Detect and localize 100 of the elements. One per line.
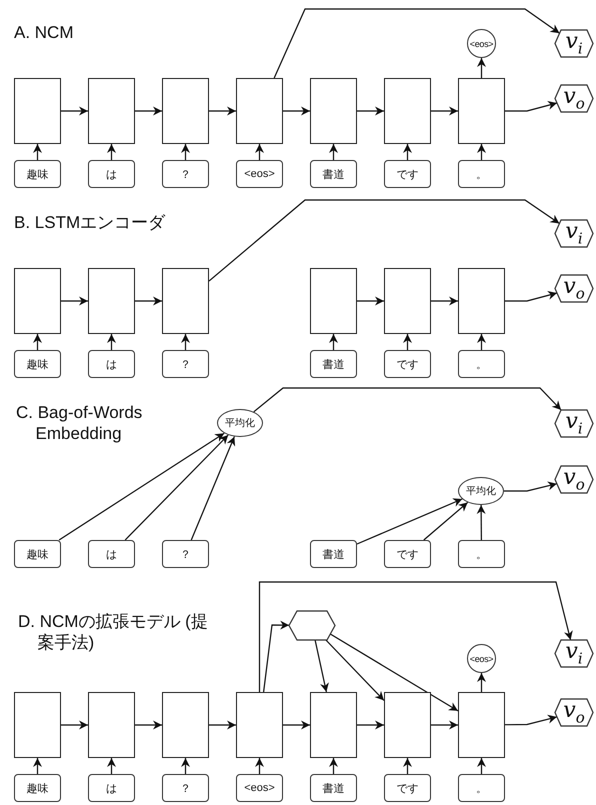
arrow	[61, 296, 88, 306]
arrow	[357, 720, 384, 730]
arrow	[329, 144, 338, 160]
arrow	[477, 334, 486, 350]
token-box: ？	[162, 160, 209, 188]
token-box: は	[88, 160, 135, 188]
token-box: 趣味	[14, 540, 61, 568]
arrow	[135, 296, 162, 306]
token-box: ？	[162, 350, 209, 378]
arrow	[274, 8, 560, 78]
cell-box	[162, 268, 209, 334]
vector-hexagon: v$_{i}$	[555, 640, 593, 667]
cell-box	[458, 78, 505, 144]
arrow	[33, 758, 42, 774]
token-box: 書道	[310, 540, 357, 568]
token-box: は	[88, 774, 135, 802]
token-box: 。	[458, 774, 505, 802]
arrow	[329, 334, 338, 350]
cell-box	[310, 268, 357, 334]
average-ellipse: 平均化	[217, 409, 263, 437]
arrow	[325, 640, 384, 701]
cell-box	[384, 692, 431, 758]
cell-box	[310, 692, 357, 758]
arrow	[209, 720, 236, 730]
arrow	[431, 106, 458, 116]
arrow	[61, 106, 88, 116]
cell-box	[384, 78, 431, 144]
arrow	[255, 144, 264, 160]
arrow	[505, 100, 558, 112]
cell-box	[310, 78, 357, 144]
token-box: <eos>	[236, 160, 283, 188]
arrow	[283, 720, 310, 730]
arrow	[33, 144, 42, 160]
vector-hexagon: v$_{i}$	[555, 410, 593, 437]
arrow	[107, 758, 116, 774]
arrow	[505, 290, 558, 302]
section-title: B. LSTMエンコーダ	[14, 212, 166, 233]
section-title: D. NCMの拡張モデル (提案手法)	[18, 611, 209, 653]
arrow	[357, 296, 384, 306]
arrow	[431, 720, 458, 730]
arrow	[135, 106, 162, 116]
cell-box	[162, 78, 209, 144]
token-box: 。	[458, 540, 505, 568]
arrow	[423, 502, 468, 540]
arrow	[476, 505, 486, 540]
arrow	[107, 144, 116, 160]
arrow	[61, 720, 88, 730]
arrow	[477, 144, 486, 160]
cell-box	[14, 78, 61, 144]
arrow	[477, 58, 486, 78]
arrow	[255, 758, 264, 774]
arrow	[258, 581, 573, 692]
arrow	[190, 436, 236, 540]
token-box: 書道	[310, 160, 357, 188]
arrow	[357, 106, 384, 116]
token-box: 趣味	[14, 350, 61, 378]
eos-circle: <eos>	[467, 29, 496, 58]
arrow	[329, 758, 338, 774]
cell-box	[14, 268, 61, 334]
cell-box	[458, 268, 505, 334]
token-box: 趣味	[14, 160, 61, 188]
arrow	[403, 334, 412, 350]
cell-box	[162, 692, 209, 758]
token-box: <eos>	[236, 774, 283, 802]
arrow	[58, 432, 225, 540]
vector-hexagon: v$_{i}$	[555, 30, 593, 57]
arrow	[253, 387, 562, 412]
hexagon	[289, 611, 335, 640]
cell-box	[14, 692, 61, 758]
token-box: 書道	[310, 774, 357, 802]
arrow	[505, 714, 558, 726]
token-box: です	[384, 160, 431, 188]
arrow	[135, 720, 162, 730]
token-box: 。	[458, 160, 505, 188]
cell-box	[236, 692, 283, 758]
average-ellipse: 平均化	[458, 477, 504, 505]
token-box: は	[88, 540, 135, 568]
vector-hexagon: v$_{i}$	[555, 220, 593, 247]
token-box: です	[384, 774, 431, 802]
arrow	[504, 481, 558, 492]
arrow	[181, 144, 190, 160]
token-box: 。	[458, 350, 505, 378]
token-box: です	[384, 350, 431, 378]
arrow	[477, 673, 486, 692]
arrow	[403, 144, 412, 160]
arrow	[124, 434, 229, 540]
arrow	[283, 106, 310, 116]
token-box: 趣味	[14, 774, 61, 802]
cell-box	[88, 78, 135, 144]
token-box: です	[384, 540, 431, 568]
eos-circle: <eos>	[467, 644, 496, 673]
arrow	[403, 758, 412, 774]
token-box: ？	[162, 774, 209, 802]
arrow	[431, 296, 458, 306]
arrow	[107, 334, 116, 350]
token-box: ？	[162, 540, 209, 568]
section-title: A. NCM	[14, 22, 74, 43]
arrow	[208, 199, 560, 282]
arrow	[263, 620, 290, 692]
vector-hexagon: v$_{o}$	[555, 466, 593, 493]
